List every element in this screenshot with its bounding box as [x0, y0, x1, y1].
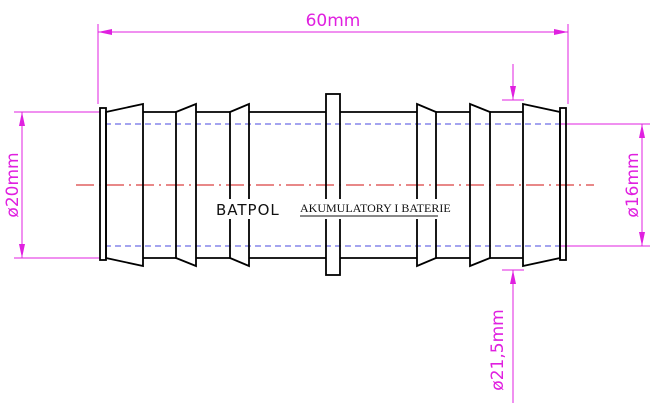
brand-subtitle: AKUMULATORY I BATERIE	[300, 201, 451, 215]
right-barb-3	[522, 102, 561, 268]
collar-diameter-label: ø21,5mm	[488, 309, 508, 390]
brand-name: BATPOL	[216, 201, 280, 219]
left-barb-2	[175, 102, 197, 268]
inner-diameter-arrow-bottom	[639, 232, 645, 246]
length-dimension: 60mm	[97, 11, 569, 104]
length-arrow-right	[554, 29, 568, 35]
outer-diameter-arrow-top	[19, 112, 25, 126]
collar-diameter-arrow-top	[510, 86, 516, 100]
inner-diameter-dimension: ø16mm	[560, 123, 650, 247]
brand-watermark: BATPOL AKUMULATORY I BATERIE	[214, 199, 451, 219]
outer-diameter-arrow-bottom	[19, 244, 25, 258]
central-collar	[325, 93, 341, 276]
length-label: 60mm	[306, 11, 361, 31]
watermark-background	[214, 199, 440, 219]
inner-diameter-label: ø16mm	[623, 152, 643, 217]
left-barb-1	[105, 102, 144, 268]
outer-diameter-dimension: ø20mm	[3, 111, 100, 259]
length-arrow-left	[98, 29, 112, 35]
outer-diameter-label: ø20mm	[3, 152, 23, 217]
inner-diameter-arrow-top	[639, 124, 645, 138]
collar-diameter-dimension: ø21,5mm	[488, 64, 524, 403]
collar-diameter-arrow-bottom	[510, 270, 516, 284]
